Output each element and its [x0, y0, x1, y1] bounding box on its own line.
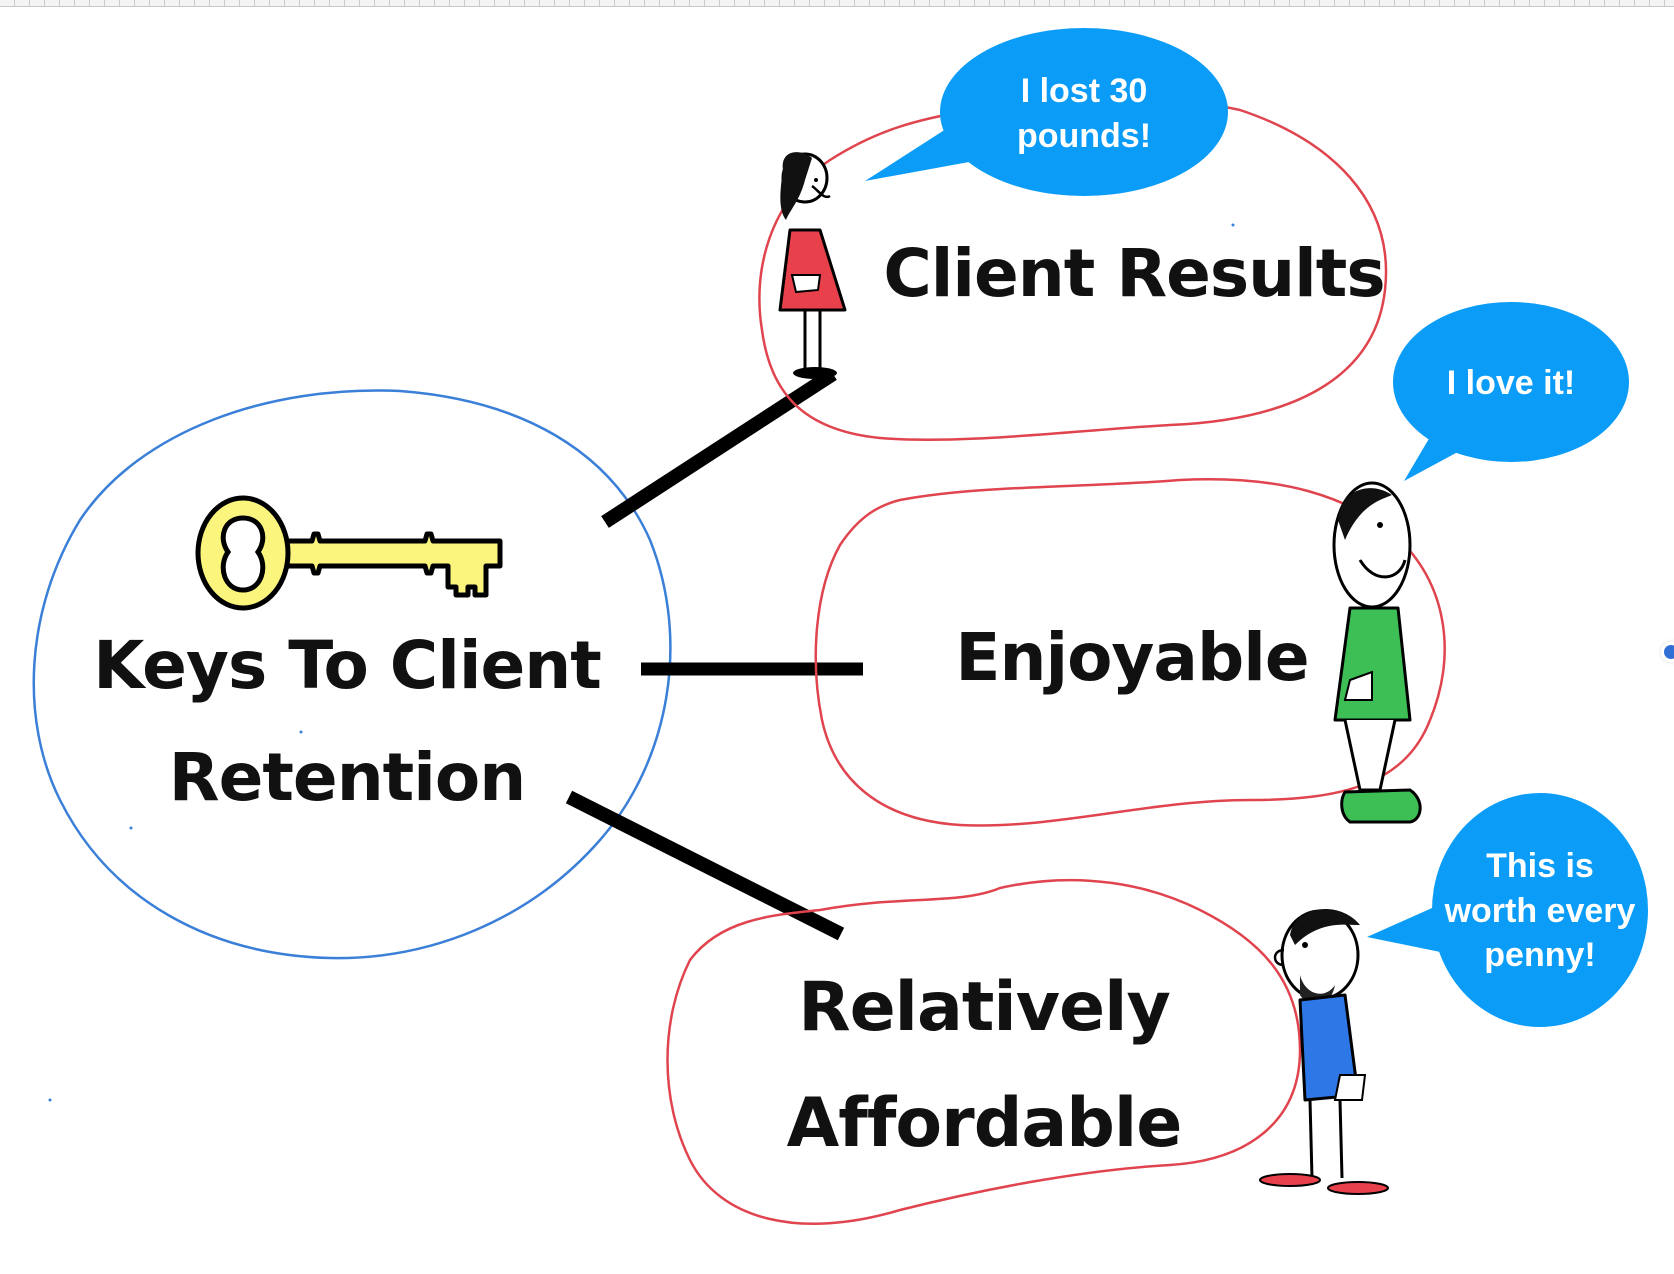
central-node[interactable]: Keys To Client Retention [32, 389, 672, 960]
connector-client-results [601, 368, 837, 528]
man-blue-shirt-beard-character [1259, 908, 1389, 1195]
speech-bubble-3-line-2: worth every [1444, 892, 1636, 930]
branch-relatively-affordable[interactable]: Relatively Affordable [666, 878, 1302, 1226]
man-green-shirt-character [1332, 481, 1422, 824]
top-ruler [0, 0, 1674, 7]
branch-client-results-label: Client Results [883, 235, 1384, 312]
branch-relatively-affordable-label-line-2: Affordable [787, 1084, 1182, 1163]
selection-handle[interactable] [1664, 645, 1674, 659]
branch-relatively-affordable-label-line-1: Relatively [798, 968, 1170, 1047]
speech-bubble-2-line-1: I love it! [1447, 364, 1575, 402]
speech-bubble-3: This is worth every penny! [1367, 793, 1648, 1027]
connector-relatively-affordable [565, 790, 845, 941]
central-node-label-line-1: Keys To Client [93, 627, 601, 704]
branch-enjoyable[interactable]: Enjoyable [814, 478, 1446, 827]
branch-relatively-affordable-outline [666, 878, 1302, 1226]
key-icon [195, 495, 503, 611]
speech-bubble-3-line-1: This is [1486, 847, 1594, 885]
speech-bubble-1-line-1: I lost 30 [1021, 72, 1148, 110]
central-node-label-line-2: Retention [169, 739, 525, 816]
stray-dot [299, 730, 303, 734]
branch-enjoyable-outline [814, 478, 1446, 827]
speech-bubble-1: I lost 30 pounds! [865, 28, 1228, 196]
woman-red-dress-character [778, 152, 847, 379]
branch-client-results[interactable]: Client Results [758, 95, 1388, 442]
stray-dot [1231, 223, 1235, 227]
speech-bubble-3-line-3: penny! [1484, 936, 1595, 974]
stray-dot [48, 1098, 52, 1102]
branch-client-results-outline [758, 95, 1388, 442]
branch-enjoyable-label: Enjoyable [955, 619, 1308, 696]
speech-bubble-2: I love it! [1393, 302, 1629, 481]
stray-dot [129, 826, 133, 830]
central-node-outline [32, 389, 672, 960]
speech-bubble-1-line-2: pounds! [1017, 117, 1151, 155]
